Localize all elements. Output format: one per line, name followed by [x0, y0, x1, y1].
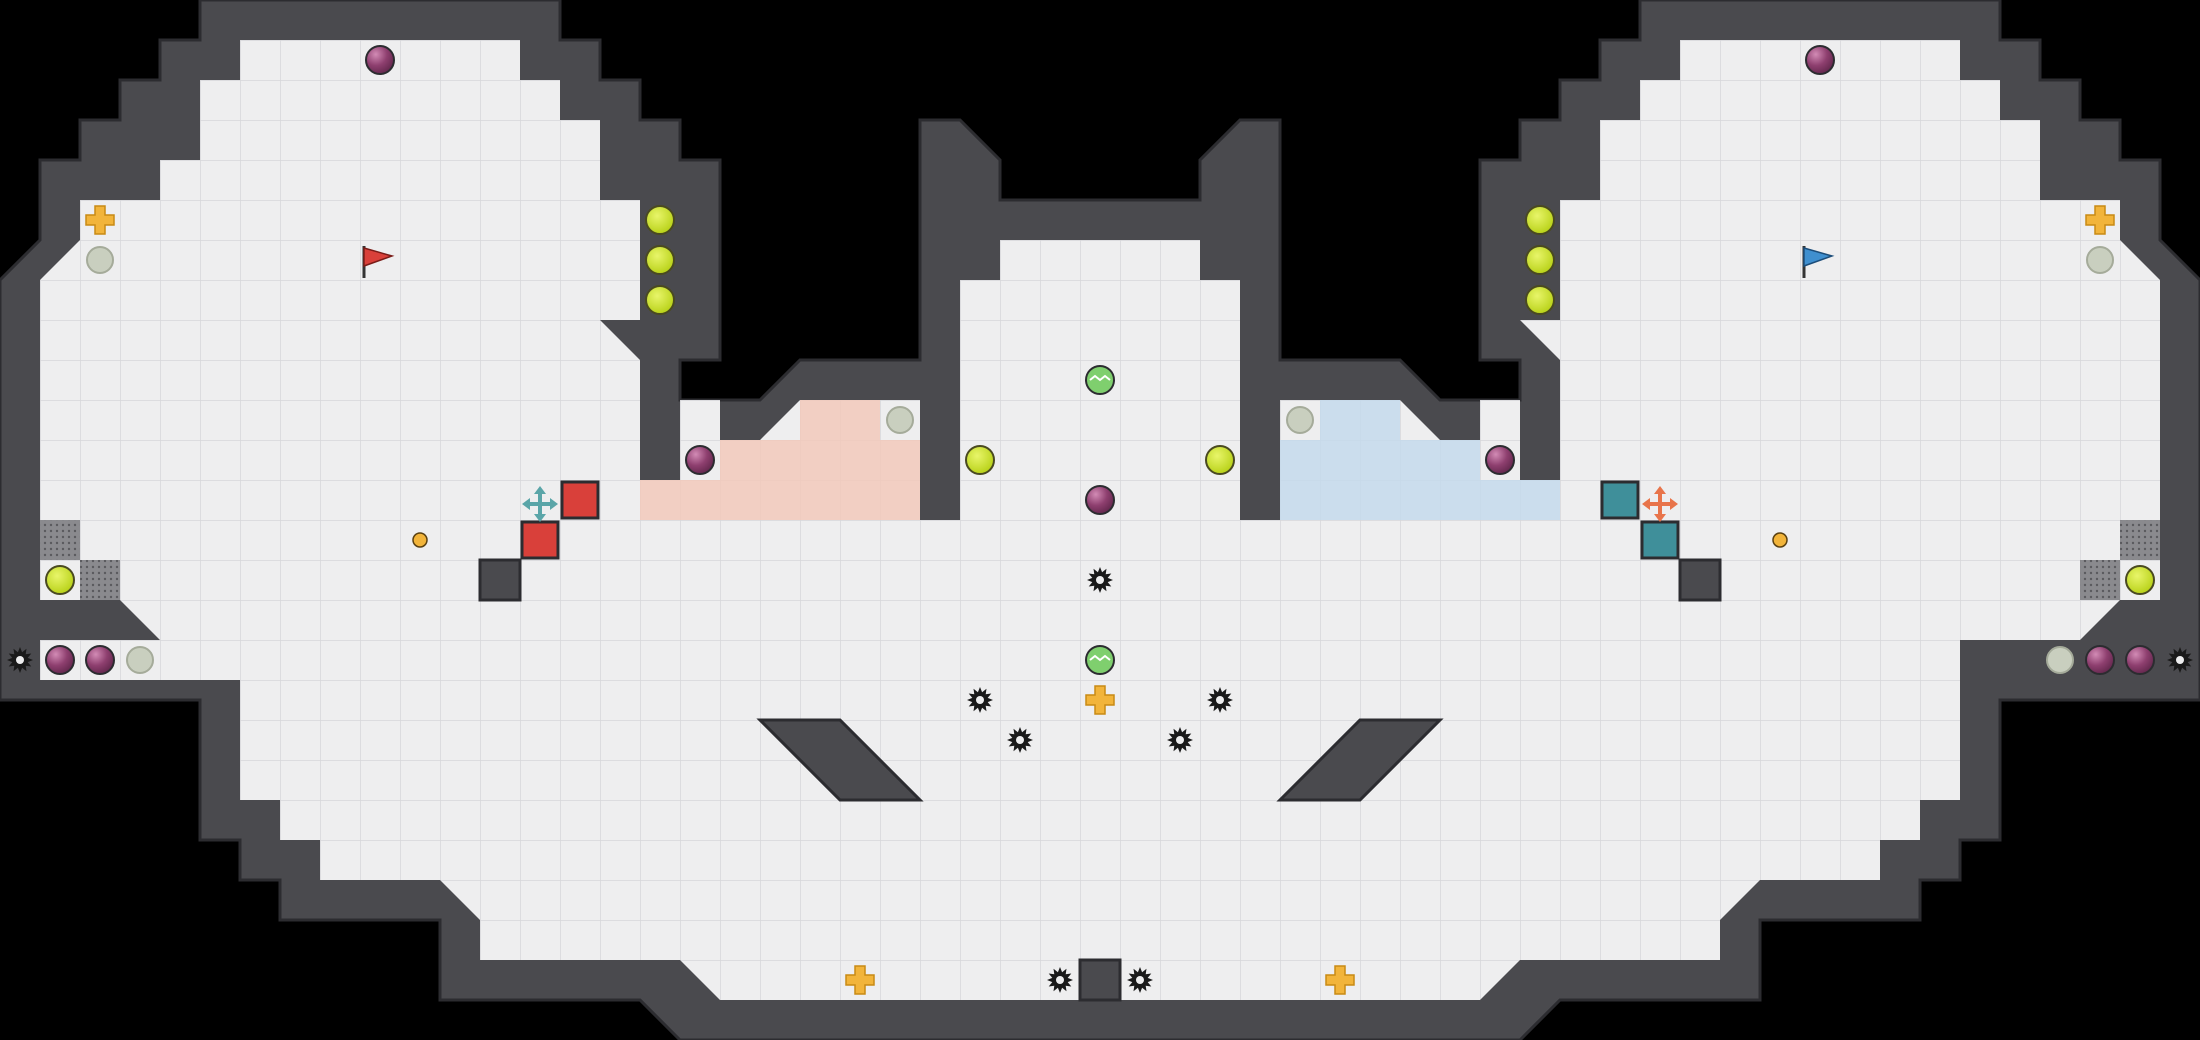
- spikes: [7, 567, 2193, 993]
- boost-pads[interactable]: [45, 205, 2155, 595]
- grate-tile: [40, 520, 80, 560]
- powerups[interactable]: [85, 205, 2115, 995]
- spike-icon: [1127, 967, 1153, 993]
- team-boosts[interactable]: [1085, 365, 1115, 675]
- team-boost-icon[interactable]: [1085, 365, 1115, 395]
- inner-walls: [478, 558, 1722, 1002]
- inactive-boosts: [86, 246, 2114, 674]
- team-crosses[interactable]: [522, 486, 1678, 522]
- floor: [40, 40, 2160, 1000]
- boost-pad-icon: [1525, 285, 1555, 315]
- boost-pad-icon: [45, 565, 75, 595]
- inactive-boost-icon: [1286, 406, 1314, 434]
- bombs[interactable]: [45, 45, 2155, 675]
- inactive-boost-icon: [86, 246, 114, 274]
- grates: [40, 520, 2160, 600]
- red-flag-icon[interactable]: [362, 246, 395, 278]
- gates: [520, 480, 1680, 560]
- bomb-icon: [2085, 645, 2115, 675]
- button-dot-icon: [1772, 532, 1788, 548]
- grate-tile: [2120, 520, 2160, 560]
- spike-icon: [1047, 967, 1073, 993]
- red-zone: [640, 400, 920, 520]
- spike-icon: [1007, 727, 1033, 753]
- bomb-icon: [2125, 645, 2155, 675]
- spike-icon: [2167, 647, 2193, 673]
- grate-tile: [80, 560, 120, 600]
- boost-pad-icon: [1525, 205, 1555, 235]
- left-diagonal-wall: [756, 718, 924, 802]
- boost-pad-icon: [1525, 245, 1555, 275]
- boost-pad-icon: [645, 205, 675, 235]
- boost-pad-icon: [965, 445, 995, 475]
- boost-pad-icon: [1205, 445, 1235, 475]
- boost-pad-icon: [645, 245, 675, 275]
- powerup-icon[interactable]: [1085, 685, 1115, 715]
- inactive-boost-icon: [2086, 246, 2114, 274]
- blue-gate-tile: [1640, 520, 1680, 560]
- spike-icon: [1207, 687, 1233, 713]
- flags[interactable]: [362, 246, 1835, 278]
- powerup-icon[interactable]: [85, 205, 115, 235]
- powerup-icon[interactable]: [1325, 965, 1355, 995]
- right-diagonal-wall: [1276, 718, 1444, 802]
- boost-pad-icon: [645, 285, 675, 315]
- team-boost-icon[interactable]: [1085, 645, 1115, 675]
- blue-flag-icon[interactable]: [1802, 246, 1835, 278]
- blue-zone: [1280, 400, 1560, 520]
- bomb-icon: [1485, 445, 1515, 475]
- bomb-icon: [1805, 45, 1835, 75]
- red-team-boost-icon[interactable]: [1642, 486, 1678, 522]
- bomb-icon: [85, 645, 115, 675]
- grate-tile: [2080, 560, 2120, 600]
- red-gate-tile: [520, 520, 560, 560]
- powerup-icon[interactable]: [2085, 205, 2115, 235]
- red-gate-tile: [560, 480, 600, 520]
- bomb-icon: [1085, 485, 1115, 515]
- bomb-icon: [365, 45, 395, 75]
- left-block: [478, 558, 522, 602]
- buttons[interactable]: [412, 532, 1788, 548]
- bottom-center-post: [1078, 958, 1122, 1002]
- button-dot-icon: [412, 532, 428, 548]
- bomb-icon: [685, 445, 715, 475]
- bomb-icon: [45, 645, 75, 675]
- boost-pad-icon: [2125, 565, 2155, 595]
- inactive-boost-icon: [126, 646, 154, 674]
- blue-team-boost-icon[interactable]: [522, 486, 558, 522]
- powerup-icon[interactable]: [845, 965, 875, 995]
- inactive-boost-icon: [2046, 646, 2074, 674]
- spike-icon: [1167, 727, 1193, 753]
- spike-icon: [7, 647, 33, 673]
- blue-gate-tile: [1600, 480, 1640, 520]
- team-zones: [640, 400, 1560, 520]
- inactive-boost-icon: [886, 406, 914, 434]
- spike-icon: [967, 687, 993, 713]
- spike-icon: [1087, 567, 1113, 593]
- right-block: [1678, 558, 1722, 602]
